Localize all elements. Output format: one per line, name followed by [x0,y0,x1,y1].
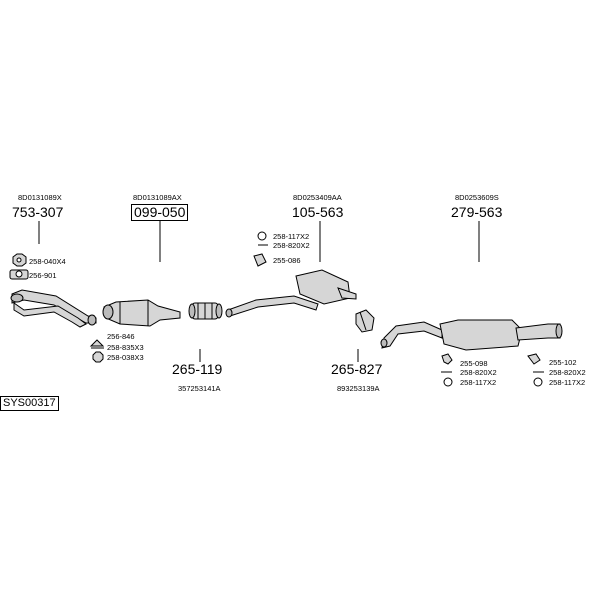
part-number[interactable]: 265-119 [172,361,223,377]
accessory-label[interactable]: 258-038X3 [107,353,144,362]
accessory-label[interactable]: 258-820X2 [460,368,497,377]
oe-number: 357253141A [178,384,221,393]
accessory-label[interactable]: 258-040X4 [29,257,66,266]
oe-number: 8D0253609S [455,193,499,202]
part-number[interactable]: 105-563 [292,204,344,220]
accessory-label[interactable]: 256-901 [29,271,57,280]
front-downpipe [10,289,97,328]
oe-number: 8D0253409AA [293,193,342,202]
hanger-icon-3 [527,353,541,365]
accessory-label[interactable]: 255-086 [273,256,301,265]
hanger-icon [253,253,267,267]
part-number[interactable]: 265-827 [331,361,383,377]
oe-number: 8D0131089X [18,193,62,202]
accessory-label[interactable]: 258-117X2 [549,378,586,387]
part-number[interactable]: 753-307 [12,204,64,220]
oe-number: 8D0131089AX [133,193,182,202]
ring-icon-3 [533,377,543,387]
triangle-gasket-icon [89,339,105,347]
pipe-clamp [355,309,375,333]
accessory-label[interactable]: 256-846 [107,332,135,341]
accessory-label[interactable]: 255-102 [549,358,577,367]
flex-connector [188,302,223,320]
part-number[interactable]: 279-563 [451,204,503,220]
middle-silencer [225,269,357,318]
accessory-label[interactable]: 258-835X3 [107,343,144,352]
accessory-label[interactable]: 258-820X2 [549,368,586,377]
system-code: SYS00317 [0,396,59,411]
catalytic-converter [102,299,181,327]
accessory-label[interactable]: 258-820X2 [273,241,310,250]
accessory-label[interactable]: 255-098 [460,359,488,368]
accessory-label[interactable]: 258-117X2 [273,232,310,241]
ring-icon-2 [443,377,453,387]
part-number-highlighted[interactable]: 099-050 [131,204,189,221]
hanger-icon-2 [441,353,453,365]
ring-icon [257,231,267,241]
oe-number: 893253139A [337,384,380,393]
rear-silencer [380,319,563,351]
nut-icon-2 [92,351,104,363]
accessory-label[interactable]: 258-117X2 [460,378,497,387]
